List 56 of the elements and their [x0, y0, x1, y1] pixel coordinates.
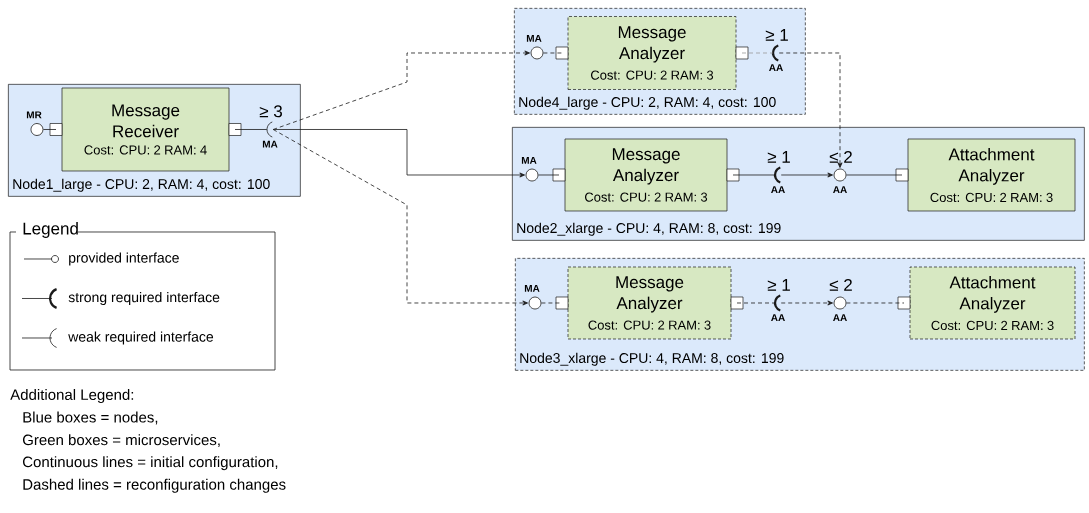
provided-interface	[525, 168, 539, 182]
interface-label: AA	[833, 314, 847, 322]
legend-label: provided interface	[69, 252, 179, 266]
legend-note: Blue boxes = nodes,	[23, 411, 158, 425]
connector	[780, 300, 833, 306]
connector	[538, 174, 560, 176]
connector	[741, 52, 774, 54]
multiplicity-label: ≥ 3	[259, 105, 282, 118]
connector	[780, 172, 833, 178]
connector	[43, 129, 57, 130]
multiplicity-label: ≥ 1	[765, 29, 788, 41]
connector	[736, 302, 776, 304]
connector	[272, 129, 528, 306]
legend-label: strong required interface	[68, 291, 220, 305]
interface-label: AA	[833, 186, 847, 194]
legend-note: Continuous lines = initial configuration,	[23, 456, 278, 471]
interface-label: AA	[771, 314, 785, 322]
interface-label: AA	[771, 186, 785, 194]
required-interface	[266, 121, 273, 138]
connector	[846, 174, 903, 176]
legend-note: Green boxes = microservices,	[22, 434, 220, 447]
provided-interface	[528, 296, 542, 310]
multiplicity-label: ≤ 2	[829, 278, 852, 291]
connector	[778, 52, 843, 168]
interface-label: MA	[526, 34, 542, 42]
microservice-box: Message Analyzer Cost: CPU: 2 RAM: 3	[552, 138, 740, 212]
connector	[732, 174, 776, 176]
required-interface	[772, 44, 779, 62]
provided-interface	[530, 46, 544, 60]
microservice-box: Message Analyzer Cost: CPU: 2 RAM: 3	[555, 266, 744, 340]
microservice-box: Message Receiver Cost: CPU: 2 RAM: 4	[49, 87, 242, 172]
required-interface	[774, 166, 781, 184]
multiplicity-label: ≤ 2	[829, 150, 852, 163]
microservice-box: Attachment Analyzer Cost: CPU: 2 RAM: 3	[897, 266, 1076, 340]
multiplicity-label: ≥ 1	[767, 151, 790, 163]
provided-interface	[30, 123, 44, 136]
microservice-box: Attachment Analyzer Cost: CPU: 2 RAM: 3	[895, 138, 1076, 212]
provided-interface	[833, 296, 847, 310]
legend-note: Additional Legend:	[10, 389, 134, 403]
connector	[272, 50, 530, 130]
connector	[234, 129, 268, 130]
interface-label: MA	[262, 140, 278, 148]
connector	[846, 302, 905, 304]
connector	[272, 129, 525, 178]
interface-label: MR	[26, 111, 42, 119]
provided-interface	[833, 168, 847, 182]
legend-note: Dashed lines = reconfiguration changes	[23, 478, 286, 493]
legend-label: weak required interface	[68, 331, 214, 345]
interface-label: AA	[769, 64, 783, 72]
connector	[543, 52, 563, 54]
required-interface	[774, 294, 781, 312]
microservice-box: Message Analyzer Cost: CPU: 2 RAM: 3	[555, 16, 749, 90]
multiplicity-label: ≥ 1	[767, 279, 790, 291]
interface-label: MA	[524, 284, 540, 292]
interface-label: MA	[521, 156, 537, 164]
legend-title: Legend	[23, 222, 78, 238]
